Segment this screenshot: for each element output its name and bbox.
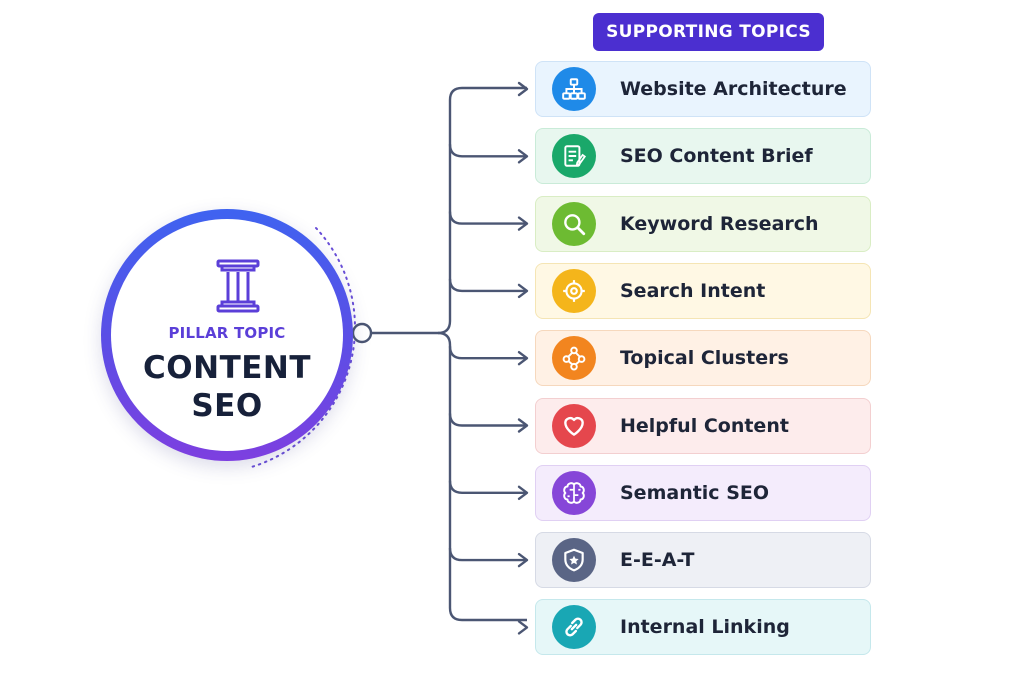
branch-line (448, 144, 527, 158)
pillar-topic-inner: PILLAR TOPIC CONTENT SEO (111, 219, 343, 451)
branch-line (448, 346, 527, 360)
arrowhead (517, 552, 529, 568)
pillar-connector-node (351, 322, 373, 344)
topic-card-seo-content-brief: SEO Content Brief (535, 128, 871, 185)
pillar-stem-line (370, 86, 527, 335)
pillar-topic-label: PILLAR TOPIC (168, 324, 286, 342)
arrowhead (517, 283, 529, 299)
branch-line (448, 211, 527, 225)
pillar-topic-circle: PILLAR TOPIC CONTENT SEO (101, 209, 353, 461)
target-icon (552, 268, 596, 313)
supporting-topics-badge: SUPPORTING TOPICS (593, 13, 824, 51)
heart-icon (552, 403, 596, 448)
dotted-orbit-arc (247, 227, 356, 469)
topic-label: E-E-A-T (620, 549, 695, 572)
pillar-stem-line-lower (437, 331, 527, 622)
shield-star-icon (552, 538, 596, 583)
topic-label: Website Architecture (620, 78, 847, 100)
topic-card-keyword-research: Keyword Research (535, 195, 871, 252)
arrowhead (517, 418, 529, 433)
magnifier-icon (552, 201, 596, 246)
branch-line (448, 413, 527, 427)
branch-line (448, 480, 527, 494)
topic-label: Topical Clusters (620, 347, 789, 370)
branch-line (448, 548, 527, 562)
brain-icon (552, 470, 596, 515)
arrowhead (517, 485, 529, 500)
topic-card-internal-linking: Internal Linking (535, 599, 871, 656)
branch-line (448, 278, 527, 293)
topic-label: Keyword Research (620, 212, 819, 235)
topic-card-helpful-content: Helpful Content (535, 397, 871, 454)
arrowhead (517, 620, 529, 635)
topic-label: Search Intent (620, 279, 766, 302)
topic-card-website-architecture: Website Architecture (535, 61, 871, 117)
topic-card-semantic-seo: Semantic SEO (535, 464, 871, 521)
sitemap-icon (552, 67, 596, 111)
topic-label: SEO Content Brief (620, 145, 813, 168)
arrowhead (517, 149, 529, 164)
topic-card-topical-clusters: Topical Clusters (535, 330, 871, 387)
topic-card-e-e-a-t: E-E-A-T (535, 532, 871, 589)
pillar-column-icon (216, 259, 260, 313)
cluster-nodes-icon (552, 336, 596, 381)
link-chain-icon (552, 605, 596, 650)
document-edit-icon (552, 134, 596, 179)
topic-label: Semantic SEO (620, 481, 770, 504)
pillar-topic-title: CONTENT SEO (143, 350, 311, 424)
arrowhead (517, 81, 529, 97)
arrowhead (517, 351, 529, 366)
arrowhead (517, 216, 529, 231)
topic-label: Helpful Content (620, 414, 789, 437)
topic-card-search-intent: Search Intent (535, 262, 871, 319)
topic-label: Internal Linking (620, 616, 790, 639)
